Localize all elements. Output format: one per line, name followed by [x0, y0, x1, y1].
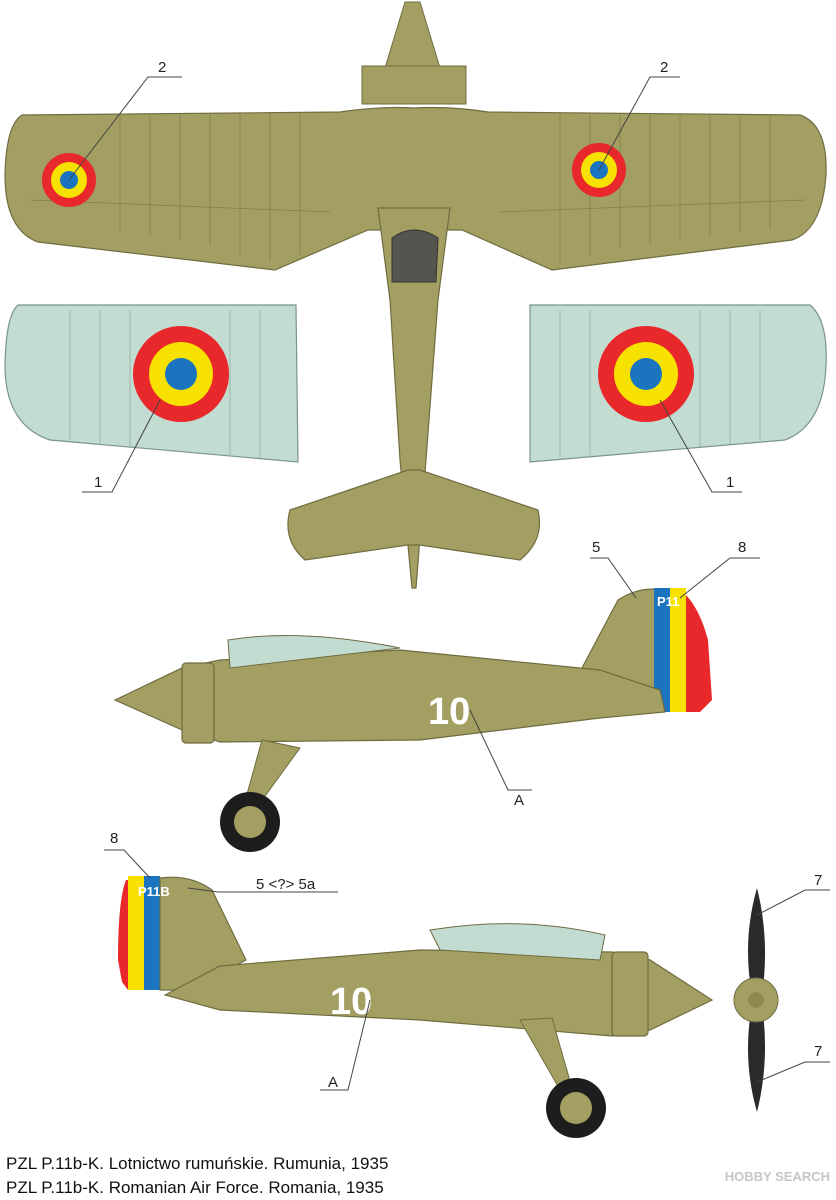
starboard-rudder-yellow: [670, 588, 686, 712]
callout-A-right: A: [514, 792, 524, 809]
starboard-engine-cowl: [181, 662, 215, 744]
caption-english: PZL P.11b-K. Romanian Air Force. Romania…: [6, 1178, 384, 1197]
callout-1-right: 1: [726, 474, 734, 491]
callout-7-top: 7: [814, 872, 822, 889]
port-rudder-blue: [144, 876, 160, 990]
callout-5-5a: 5 <?> 5a: [256, 876, 316, 893]
port-engine-cowl: [611, 951, 649, 1037]
propeller: [733, 888, 779, 1112]
starboard-canopy: [227, 635, 401, 669]
top-view-fin: [384, 1, 441, 69]
underside-rib-lines: [69, 310, 761, 458]
starboard-aircraft-number: 10: [428, 691, 470, 733]
top-view-tailplane: [287, 469, 541, 561]
propeller-spinner: [748, 992, 764, 1008]
side-view-port: 10 P11B: [118, 876, 714, 1138]
top-view: [4, 1, 827, 589]
port-wheel: [546, 1078, 606, 1138]
callout-8-left: 8: [110, 830, 118, 847]
callout-2-left: 2: [158, 59, 166, 76]
callout-8-right: 8: [738, 539, 746, 556]
top-view-fuselage: [377, 207, 451, 589]
port-rudder-yellow: [128, 876, 144, 990]
caption-polish: PZL P.11b-K. Lotnictwo rumuńskie. Rumuni…: [6, 1154, 389, 1173]
roundel-lower-right: [598, 326, 694, 422]
port-fuselage: [163, 949, 714, 1037]
callout-7-bottom: 7: [814, 1043, 822, 1060]
propeller-blade-bottom: [748, 1005, 766, 1112]
port-aircraft-number: 10: [330, 981, 372, 1023]
top-view-engine-cowl: [361, 65, 467, 105]
starboard-tail-code: P11: [657, 594, 679, 609]
propeller-blade-top: [748, 888, 766, 995]
watermark: HOBBY SEARCH: [724, 1169, 830, 1184]
callout-A-left: A: [328, 1074, 338, 1091]
side-view-starboard: 10 P11: [113, 588, 712, 852]
callout-lines: [68, 76, 830, 1091]
roundel-lower-left: [133, 326, 229, 422]
callout-1-left: 1: [94, 474, 102, 491]
starboard-rudder-blue: [654, 588, 670, 712]
cockpit-opening: [391, 229, 439, 283]
port-tail-code: P11B: [138, 884, 170, 899]
callout-2-right: 2: [660, 59, 668, 76]
callout-5-right: 5: [592, 539, 600, 556]
starboard-rudder-red: [686, 595, 712, 712]
underside-wings: [4, 304, 827, 463]
port-rudder-red: [118, 880, 128, 990]
starboard-wheel: [220, 792, 280, 852]
port-canopy: [429, 923, 606, 961]
